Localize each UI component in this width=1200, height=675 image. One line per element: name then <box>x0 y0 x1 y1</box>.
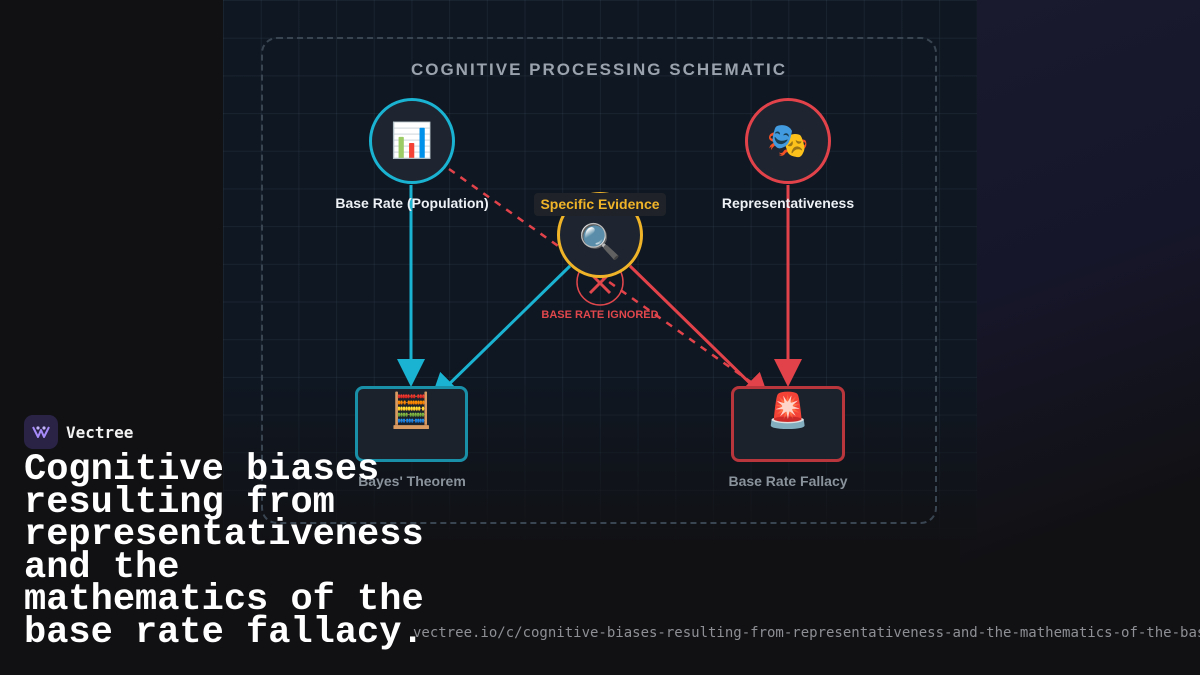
siren-icon: 🚨 <box>766 392 810 430</box>
schematic-frame <box>261 37 937 524</box>
arrowhead-fallacy <box>774 359 802 387</box>
edge-evidence-to-bayes <box>429 264 572 404</box>
magnifier-icon: 🔍 <box>578 223 622 261</box>
vectree-logo-icon <box>24 415 58 449</box>
base-rate-fallacy-label: Base Rate Fallacy <box>728 473 848 489</box>
base-rate-label: Base Rate (Population) <box>335 195 489 211</box>
panel-fade <box>223 380 977 540</box>
base-rate-fallacy-box: 🚨 <box>731 386 845 462</box>
schematic-title: COGNITIVE PROCESSING SCHEMATIC <box>410 60 788 79</box>
brand[interactable]: Vectree <box>24 415 133 449</box>
abacus-icon: 🧮 <box>390 392 433 430</box>
bayes-theorem-label: Bayes' Theorem <box>358 473 466 489</box>
bar-chart-icon: 📊 <box>390 122 434 160</box>
page-title: Cognitive biases resulting from represen… <box>24 449 424 654</box>
evidence-label: Specific Evidence <box>534 193 666 216</box>
base-rate-ignored-label: BASE RATE IGNORED <box>541 309 659 321</box>
edge-base-rate-ignored <box>448 167 766 394</box>
arrowhead-bayes <box>397 359 425 387</box>
source-url[interactable]: vectree.io/c/cognitive-biases-resulting-… <box>413 625 1200 641</box>
brand-name: Vectree <box>66 422 134 442</box>
background-gradient <box>960 0 1200 675</box>
bayes-theorem-box: 🧮 <box>355 386 468 462</box>
theater-masks-icon: 🎭 <box>766 122 810 160</box>
representativeness-node: 🎭 <box>745 98 831 184</box>
base-rate-node: 📊 <box>369 98 455 184</box>
representativeness-label: Representativeness <box>721 195 855 211</box>
